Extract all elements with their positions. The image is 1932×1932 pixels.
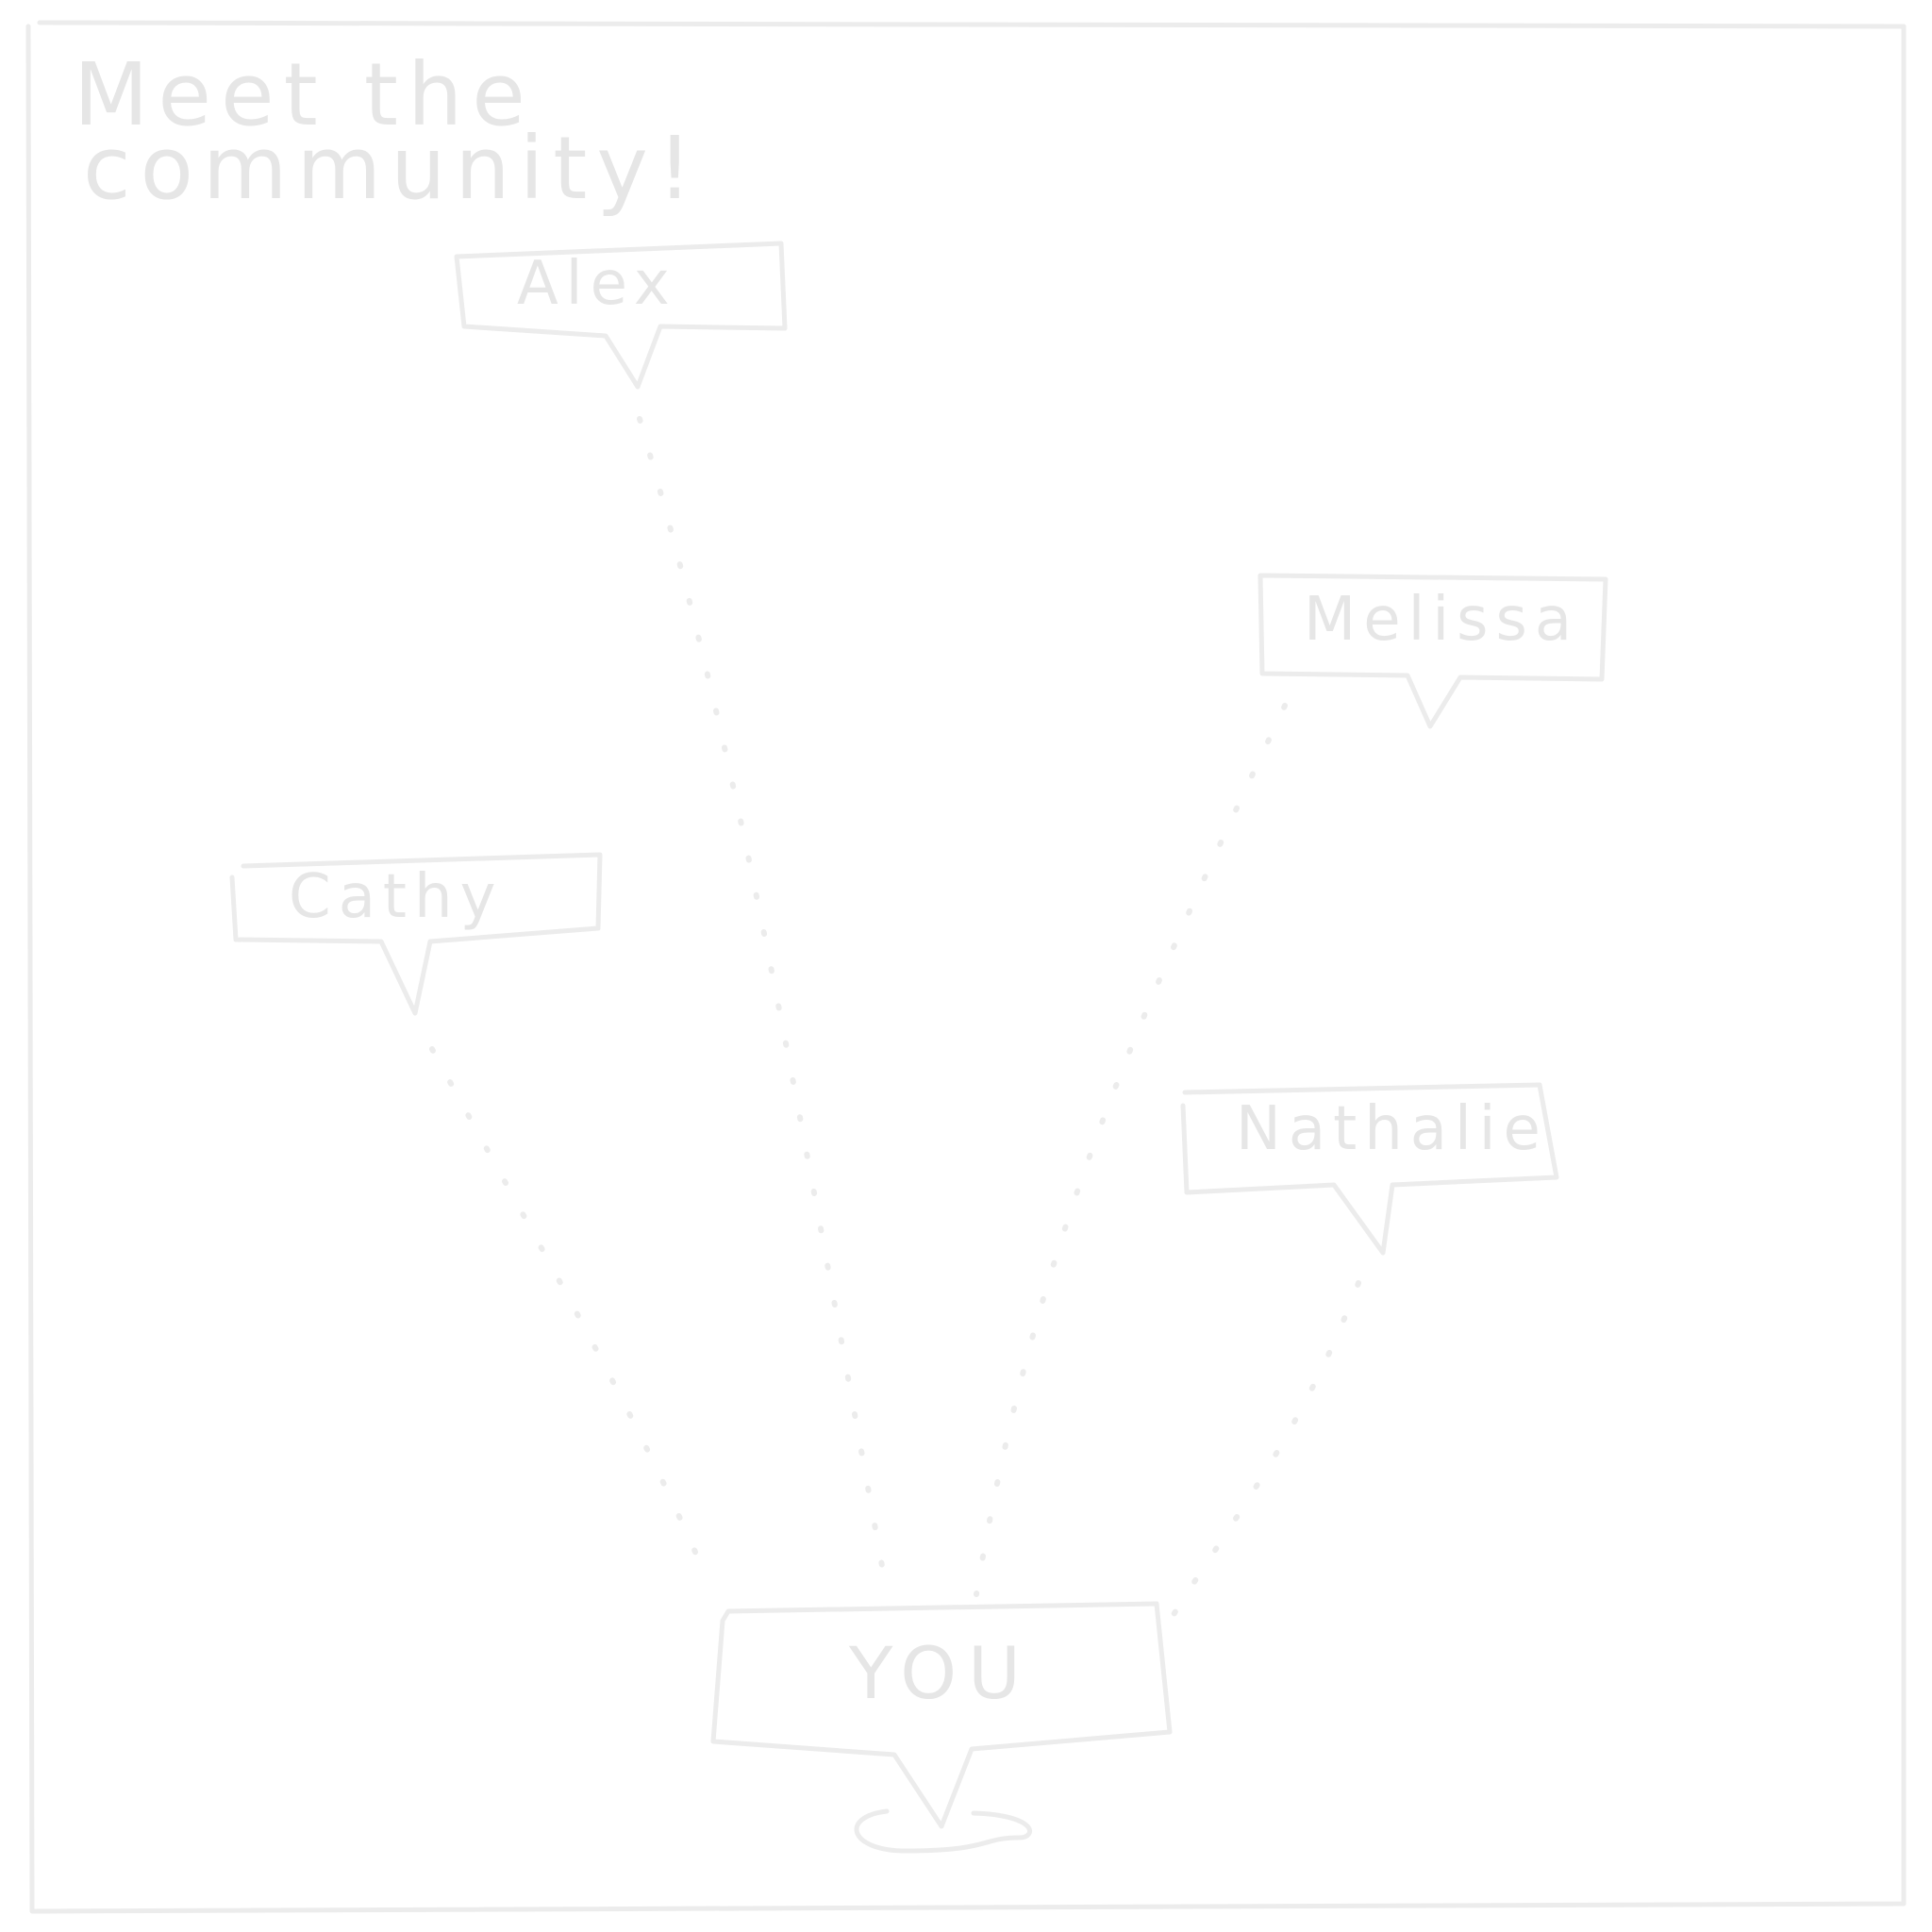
title-line-2: community!	[83, 118, 702, 219]
member-name-nathalie: Nathalie	[1236, 1094, 1548, 1164]
bubble-outline	[1257, 573, 1608, 729]
bubble-outline	[1180, 1082, 1559, 1256]
member-bubble-melissa: Melissa	[1257, 573, 1608, 729]
connector-nathalie-to-you	[1167, 1280, 1361, 1624]
member-name-alex: Alex	[517, 249, 677, 319]
diagram-frame	[25, 20, 1907, 1914]
member-bubble-nathalie: Nathalie	[1180, 1082, 1559, 1256]
you-label: YOU	[848, 1631, 1032, 1715]
title-line-1: Meet the	[74, 44, 535, 145]
bubble-outline	[454, 241, 788, 390]
member-bubble-alex: Alex	[454, 241, 788, 390]
you-bubble: YOU	[710, 1601, 1173, 1854]
member-name-melissa: Melissa	[1304, 585, 1579, 655]
member-bubble-cathy: Cathy	[229, 852, 603, 1016]
member-name-cathy: Cathy	[289, 862, 503, 932]
page-title: Meet the community!	[74, 44, 702, 219]
connectors	[429, 416, 1361, 1624]
connector-alex-to-you	[637, 416, 885, 1569]
connector-cathy-to-you	[429, 1046, 701, 1561]
bubble-outline	[229, 852, 603, 1016]
bubble-outline	[710, 1601, 1173, 1829]
bubble-tail-swirl	[854, 1808, 1033, 1854]
connector-melissa-to-you	[974, 703, 1288, 1597]
